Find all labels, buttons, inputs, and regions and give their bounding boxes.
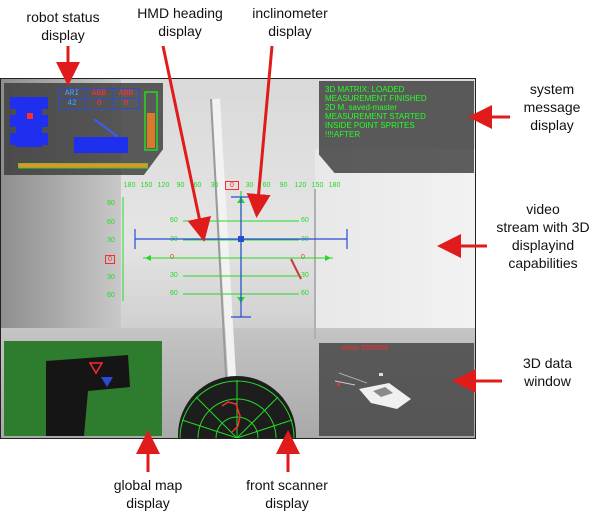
status-header: ABB	[112, 88, 140, 99]
robot-arm-icon	[74, 118, 128, 153]
pillar-line	[212, 98, 237, 395]
pitch-left-label: 90	[107, 200, 115, 207]
data-3d-label: vision 2000000	[341, 345, 389, 352]
video-scene-details	[210, 98, 316, 395]
heading-tick: 30	[245, 182, 254, 189]
heading-tick: 180	[123, 182, 136, 189]
front-scanner-panel	[178, 376, 296, 438]
robot-schematic-icon	[10, 97, 48, 147]
callout-global-map: global map display	[113, 477, 183, 511]
system-message: MEASUREMENT STARTED	[325, 112, 426, 121]
heading-tick: 150	[311, 182, 324, 189]
callout-robot-status: robot status display	[26, 9, 100, 43]
system-message: 3D MATRIX: LOADED	[325, 85, 405, 94]
system-message: !!!!AFTER	[325, 130, 361, 139]
global-map-icon	[46, 355, 130, 436]
map-target-marker	[88, 362, 104, 375]
hmd-heading-scale: 180 150 120 90 60 30 0 30 60 90 120 150 180	[121, 181, 343, 190]
callout-video-stream: video stream with 3D displayind capabili…	[496, 201, 590, 271]
system-message: INSIDE POINT SPRITES	[325, 121, 415, 130]
heading-tick: 30	[210, 182, 219, 189]
heading-tick: 150	[140, 182, 153, 189]
heading-tick: 120	[157, 182, 170, 189]
pitch-left-current: 0	[105, 255, 115, 264]
status-header: ABB	[85, 88, 113, 99]
robot-status-panel: ARI ABB ABB 42 0 0	[4, 83, 163, 175]
callout-front-scanner: front scanner display	[246, 477, 328, 511]
status-value: 0	[85, 98, 113, 109]
status-value: 0	[112, 98, 140, 109]
heading-tick: 60	[262, 182, 271, 189]
hud-video-stream: ARI ABB ABB 42 0 0 3D MATRIX: LOADED	[0, 78, 476, 439]
ladder-label-right: 30	[301, 272, 309, 279]
point-cloud-icon	[334, 372, 411, 409]
battery-gauge-icon	[144, 91, 158, 151]
global-map-panel	[4, 341, 162, 436]
heading-tick: 120	[294, 182, 307, 189]
pitch-left-label: 60	[107, 292, 115, 299]
heading-tick: 60	[193, 182, 202, 189]
front-scanner-radar-icon	[179, 380, 295, 438]
status-value: 42	[58, 98, 86, 109]
callout-3d-data: 3D data window	[522, 355, 573, 389]
data-3d-window: vision 2000000	[319, 343, 474, 436]
status-header: ARI	[58, 88, 86, 99]
ladder-label-left: 30	[170, 272, 178, 279]
map-robot-marker	[101, 377, 113, 387]
callout-system-message: system message display	[523, 81, 581, 133]
ladder-current-right: 0	[301, 254, 305, 261]
ladder-label-right: 30	[301, 236, 309, 243]
floor-marker	[290, 258, 302, 280]
callout-inclinometer: inclinometer display	[252, 5, 328, 39]
robot-status-table: ARI ABB ABB 42 0 0	[58, 88, 140, 109]
system-message-list: 3D MATRIX: LOADED MEASUREMENT FINISHED 2…	[321, 85, 427, 139]
callout-hmd-heading: HMD heading display	[137, 5, 223, 39]
ladder-label-left: 60	[170, 290, 178, 297]
ladder-label-right: 60	[301, 217, 309, 224]
pillar-shadow	[210, 98, 228, 395]
system-message: 2D M. saved-master	[325, 103, 398, 112]
system-message-panel: 3D MATRIX: LOADED MEASUREMENT FINISHED 2…	[319, 81, 474, 173]
pitch-left-label: 30	[107, 274, 115, 281]
heading-current-tick: 0	[225, 181, 239, 190]
pitch-left-label: 60	[107, 219, 115, 226]
heading-tick: 90	[176, 182, 185, 189]
pitch-left-label: 30	[107, 237, 115, 244]
system-message: MEASUREMENT FINISHED	[325, 94, 427, 103]
scanner-echo	[221, 401, 241, 433]
ladder-label-left: 60	[170, 217, 178, 224]
status-bar-icon	[18, 163, 148, 169]
ladder-label-left: 30	[170, 236, 178, 243]
heading-tick: 90	[279, 182, 288, 189]
heading-tick: 180	[328, 182, 341, 189]
ladder-label-right: 60	[301, 290, 309, 297]
ladder-current-left: 0	[170, 254, 174, 261]
